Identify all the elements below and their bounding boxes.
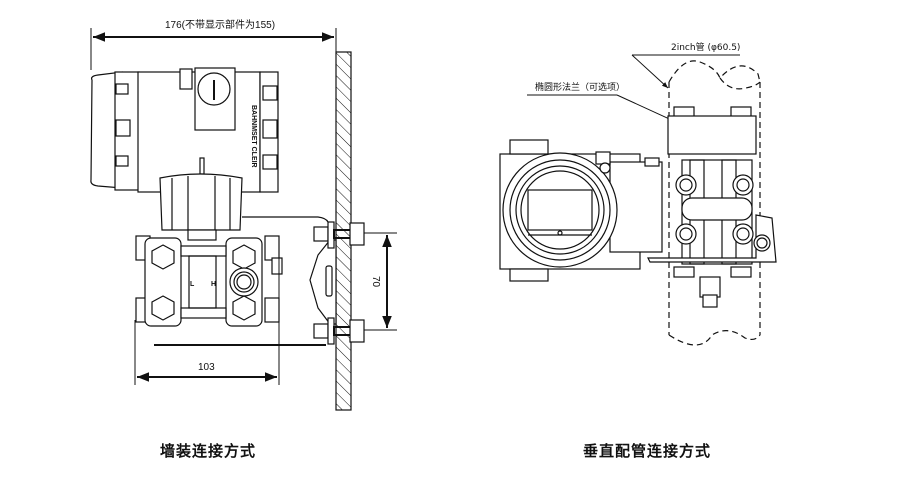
pipe-mount-caption: 垂直配管连接方式 (583, 442, 712, 460)
wall-bolts (313, 221, 365, 345)
housing-label: BAHNMSET CLEIR (250, 105, 257, 168)
flange-width-label: 103 (198, 362, 215, 373)
pipe-flange (647, 159, 777, 308)
port-label-high: H (211, 281, 216, 288)
mounting-bracket (154, 216, 337, 346)
pipe-clamp (667, 106, 757, 278)
transmitter-housing: BAHNMSET CLEIR (90, 67, 279, 193)
transmitter-front (499, 139, 663, 282)
bolt-spacing-dimension: 70 (364, 232, 397, 331)
flange-label-text: 椭圆形法兰（可选项） (535, 81, 625, 93)
wall-mount-view: 176(不带显示部件为155) BAHNMSET CLEIR (90, 18, 397, 411)
flange-width-dimension: 103 (134, 258, 280, 385)
pipe-mount-view: 2inch管 (φ60.5) 椭圆形法兰（可选项） (499, 41, 777, 346)
process-flange: L H (135, 235, 283, 327)
width-dimension: 176(不带显示部件为155) (90, 18, 337, 70)
sensor-neck (159, 173, 243, 241)
pipe-label-text: 2inch管 (φ60.5) (671, 41, 740, 53)
bolt-spacing-label: 70 (370, 276, 381, 288)
port-label-low: L (190, 281, 195, 288)
wall-mount-caption: 墙装连接方式 (160, 442, 257, 460)
width-dimension-label: 176(不带显示部件为155) (165, 18, 275, 31)
pipe-label: 2inch管 (φ60.5) (631, 41, 740, 89)
